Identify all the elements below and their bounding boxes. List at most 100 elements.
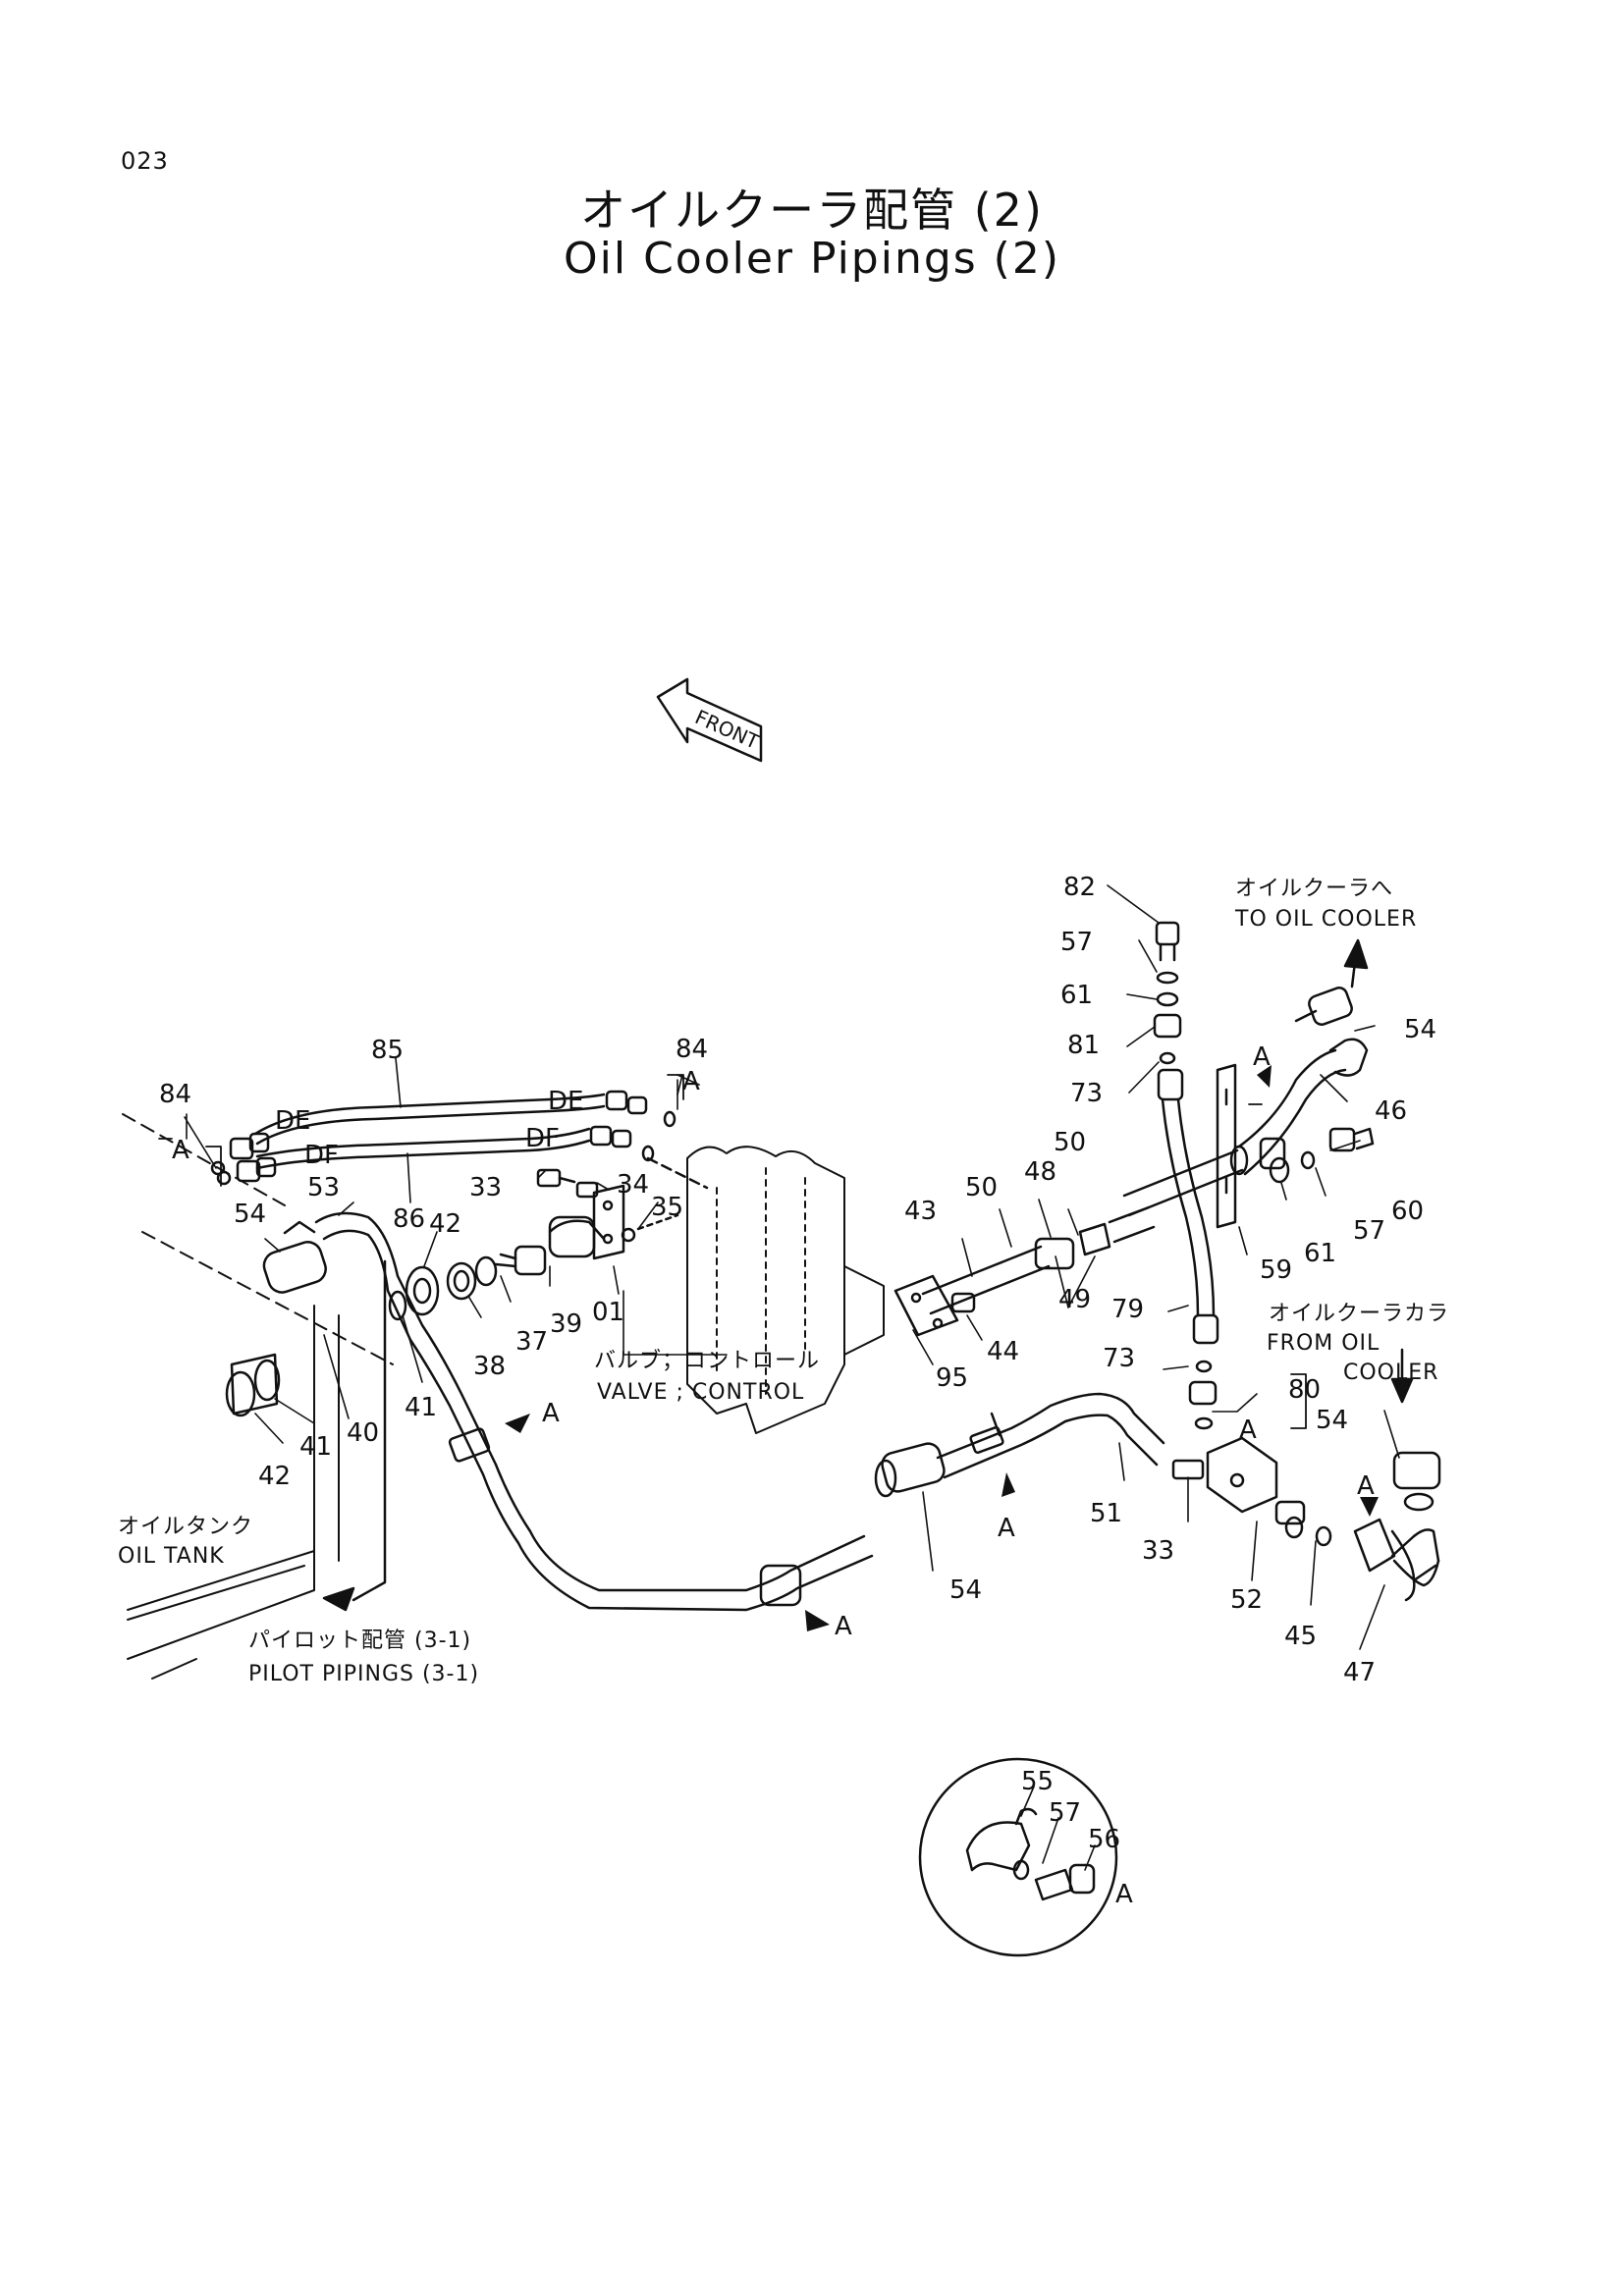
part-label-33: 33 [469,1173,502,1202]
part-label-43: 43 [904,1197,937,1226]
oil-tank-jp: オイルタンク [118,1515,253,1539]
elbow-47 [1353,1451,1441,1602]
valve-control-jp: バルブ；コントロール [594,1349,820,1373]
control-valve-body [686,1146,885,1434]
part-label-80: 80 [1288,1375,1321,1405]
hose-79 [1157,1068,1219,1345]
part-label-34: 34 [617,1170,649,1200]
part-label-95: 95 [936,1363,968,1393]
part-label-44: 44 [987,1337,1019,1366]
part-label-86: 86 [393,1204,425,1234]
fittings-left-84 [210,1132,277,1186]
part-label-41: 41 [405,1393,437,1422]
fittings-right-84 [589,1090,709,1190]
valve-control-en: VALVE ; CONTROL [597,1380,804,1405]
part-label-60: 60 [1391,1197,1424,1226]
part-label-57: 57 [1049,1798,1081,1828]
port-label-de: DE [548,1087,583,1116]
oil-tank-en: OIL TANK [118,1544,225,1569]
part-label-39: 39 [550,1309,582,1339]
port-labels: DE DF DE DF [275,1087,583,1170]
view-a-label: A [1239,1415,1257,1445]
part-label-42: 42 [258,1462,291,1491]
from-oil-cooler-en: FROM OIL [1267,1331,1380,1356]
part-label-82: 82 [1063,873,1096,902]
part-label-40: 40 [347,1418,379,1448]
leader-lines [184,884,1400,1871]
notes: オイルクーラへ TO OIL COOLER オイルクーラカラ FROM OIL … [118,877,1449,1686]
part-label-81: 81 [1067,1031,1100,1060]
from-oil-cooler-arrow-icon [1390,1348,1414,1404]
part-label-50: 50 [1054,1128,1086,1157]
part-label-42: 42 [429,1209,461,1239]
part-label-54: 54 [1316,1406,1348,1435]
pilot-piping-jp: パイロット配管 (3-1) [248,1629,471,1653]
hose-assembly-de [253,1093,606,1146]
to-oil-cooler-en: TO OIL COOLER [1234,907,1417,932]
part-label-33: 33 [1142,1536,1174,1566]
part-label-53: 53 [307,1173,340,1202]
part-label-37: 37 [515,1327,548,1357]
view-a-label: A [1253,1042,1271,1072]
view-a-label: A [998,1514,1015,1543]
part-label-79: 79 [1111,1295,1144,1324]
part-label-55: 55 [1021,1767,1054,1796]
view-a-label: A [1357,1471,1375,1501]
hose-assembly-df [255,1127,591,1170]
view-a-label: A [542,1399,560,1428]
port-label-de: DE [275,1106,310,1136]
part-label-46: 46 [1375,1096,1407,1126]
part-label-45: 45 [1284,1622,1317,1651]
part-labels: 82 57 61 81 73 79 73 80 54 46 60 57 61 5… [159,873,1436,1854]
part-label-57: 57 [1353,1216,1385,1246]
port-label-df: DF [525,1124,560,1153]
bracket-59 [1216,1063,1237,1229]
view-a-label: A [1115,1880,1133,1909]
from-oil-cooler-en-2: COOLER [1343,1361,1438,1385]
part-label-73: 73 [1103,1344,1135,1373]
part-label-51: 51 [1090,1499,1122,1528]
part-label-48: 48 [1024,1157,1056,1187]
pilot-piping-en: PILOT PIPINGS (3-1) [248,1662,479,1686]
front-arrow-icon: FRONT [656,677,763,763]
part-label-41: 41 [299,1432,332,1462]
view-a-markers [505,1065,1379,1631]
to-oil-cooler-jp: オイルクーラへ [1235,877,1393,901]
part-label-54: 54 [234,1200,266,1229]
to-oil-cooler-arrow-icon [1343,938,1369,988]
parts-82-57-61-81-73-stack [1153,921,1218,1430]
page-number: 023 [121,147,169,175]
part-label-50: 50 [965,1173,998,1202]
part-label-84: 84 [676,1035,708,1064]
parts-60-61-57 [1269,1127,1375,1184]
pilot-piping-arrow-icon [322,1259,387,1612]
detail-view-a [918,1757,1118,1957]
page-title-english: Oil Cooler Pipings (2) [564,234,1060,284]
pipe-51 [874,1392,1165,1498]
left-couplings [225,1220,440,1417]
oil-tank-outline [122,1113,394,1680]
part-label-84: 84 [159,1080,191,1109]
part-label-85: 85 [371,1036,404,1065]
part-label-61: 61 [1060,981,1093,1010]
port-label-df: DF [304,1141,339,1170]
block-52 [1171,1436,1332,1547]
hose-46 [1294,987,1369,1077]
view-a-label: A [172,1136,189,1165]
view-a-labels: A A A A A A A A A [172,1042,1375,1909]
part-label-47: 47 [1343,1658,1376,1687]
group-brackets [158,1074,1307,1429]
from-oil-cooler-jp: オイルクーラカラ [1269,1302,1449,1326]
pipe-53 [314,1211,874,1612]
part-label-54: 54 [949,1575,982,1605]
part-label-61: 61 [1304,1239,1336,1268]
part-label-56: 56 [1088,1825,1120,1854]
part-label-38: 38 [473,1352,506,1381]
view-a-label: A [835,1612,852,1641]
view-a-label: A [682,1067,700,1096]
part-label-59: 59 [1260,1255,1292,1285]
part-label-52: 52 [1230,1585,1263,1615]
page-title-japanese: オイルクーラ配管 (2) [580,184,1044,237]
part-label-35: 35 [651,1193,683,1222]
